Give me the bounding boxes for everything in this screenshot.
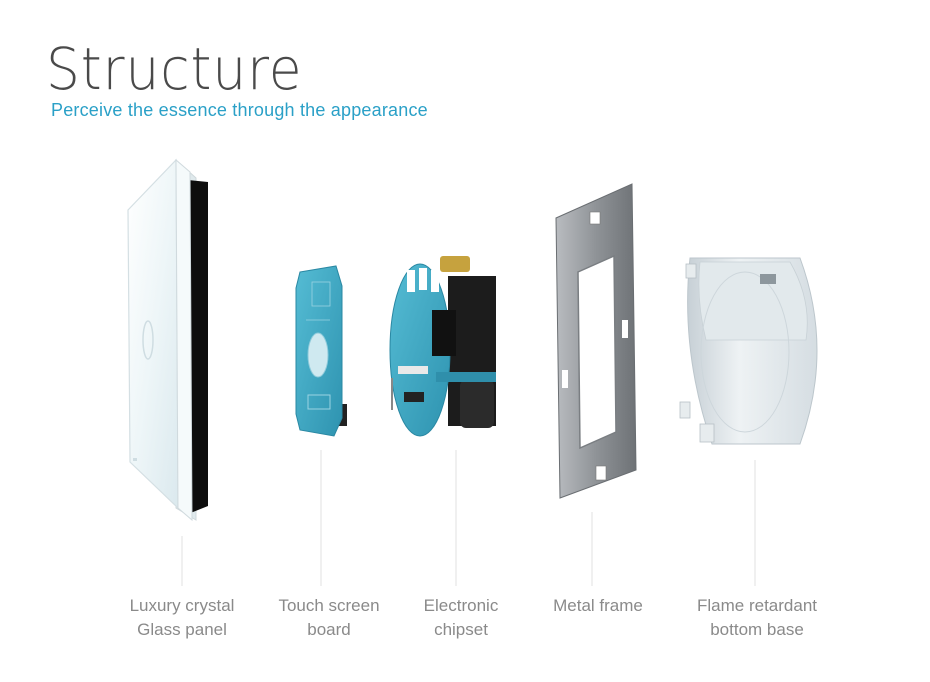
- label-line: Touch screen: [278, 596, 380, 615]
- touch-screen-board-image: [295, 265, 347, 437]
- label-line: board: [307, 620, 351, 639]
- metal-frame-image: [555, 183, 637, 499]
- electronic-chipset-image: [389, 256, 496, 437]
- glass-panel-image: [127, 158, 208, 522]
- bottom-base-image: [679, 257, 818, 445]
- label-line: Electronic: [423, 596, 499, 615]
- page-subtitle: Perceive the essence through the appeara…: [51, 100, 428, 120]
- page-title: Structure: [46, 35, 303, 103]
- label-line: Glass panel: [137, 620, 227, 639]
- label-line: bottom base: [710, 620, 804, 639]
- component-label-chipset: Electronic chipset: [381, 594, 541, 642]
- label-line: Metal frame: [553, 596, 643, 615]
- label-line: Flame retardant: [697, 596, 817, 615]
- component-label-touch-screen: Touch screen board: [249, 594, 409, 642]
- component-label-glass-panel: Luxury crystal Glass panel: [102, 594, 262, 642]
- component-label-bottom-base: Flame retardant bottom base: [677, 594, 837, 642]
- component-label-metal-frame: Metal frame: [518, 594, 678, 618]
- label-line: Luxury crystal: [129, 596, 235, 615]
- label-line: chipset: [434, 620, 488, 639]
